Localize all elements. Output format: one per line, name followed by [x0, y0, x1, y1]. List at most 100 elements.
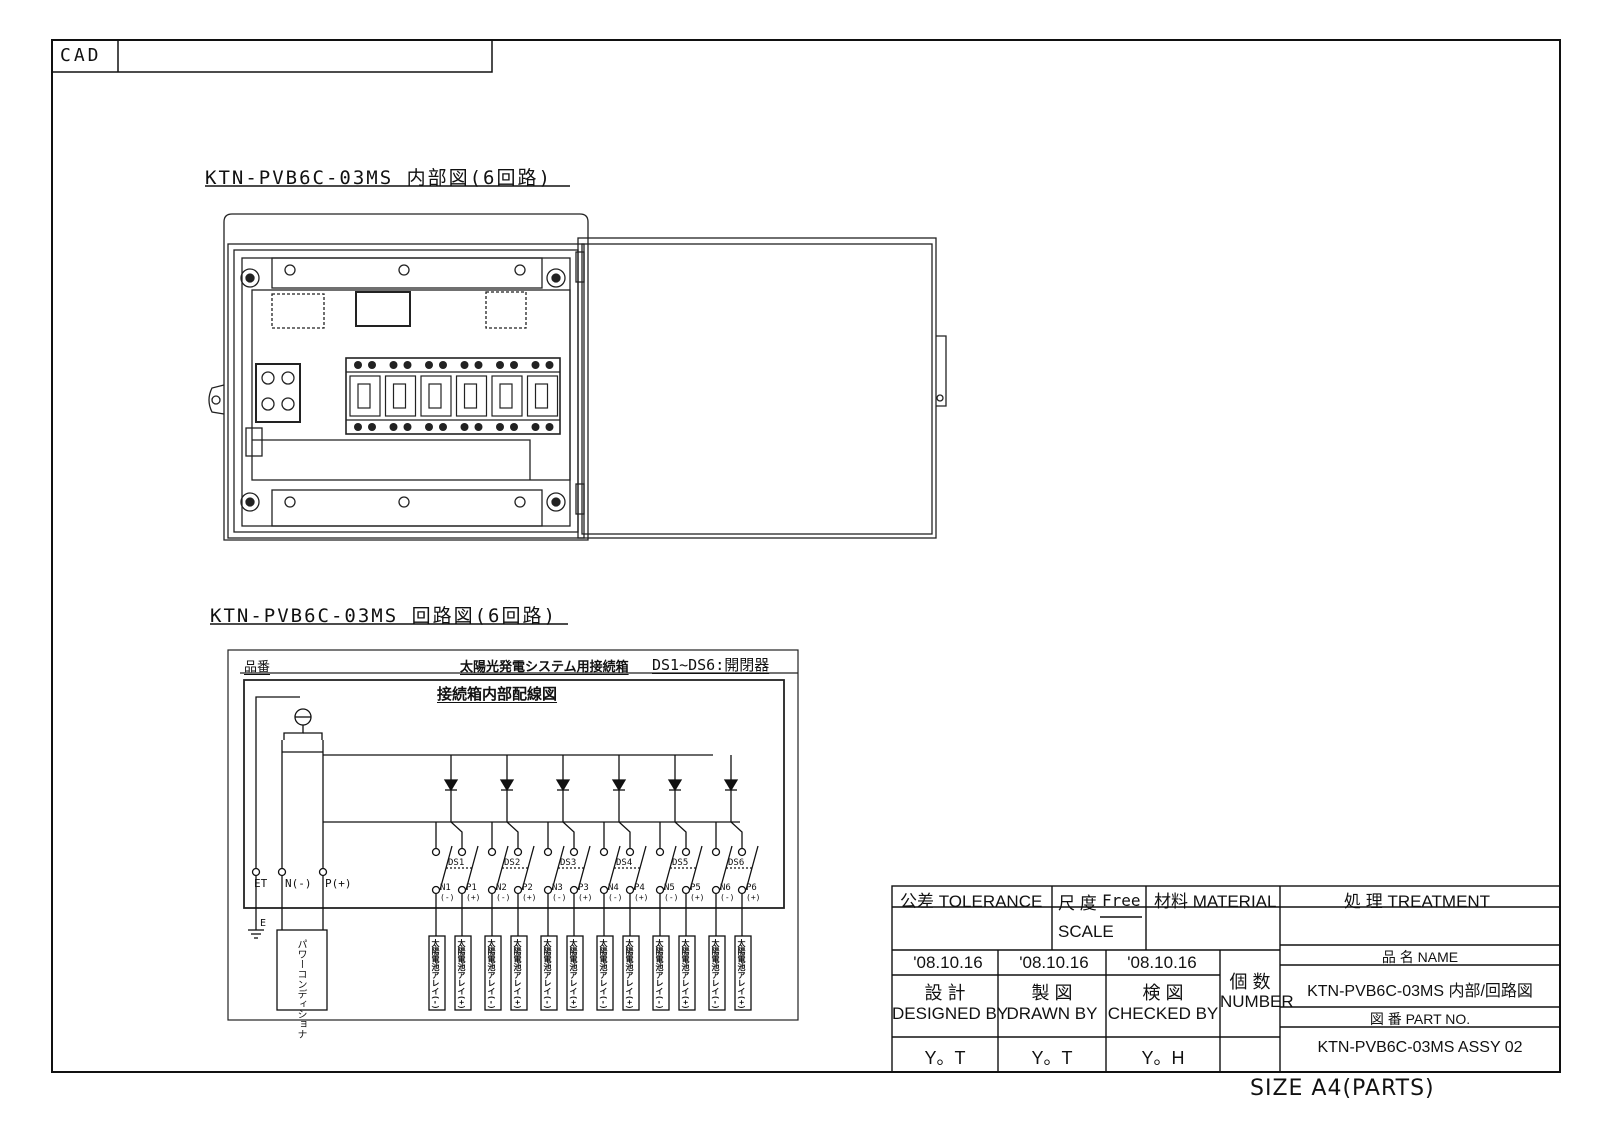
diode: [499, 779, 515, 792]
switch-contact: [513, 847, 523, 857]
n-terminal-label: N3: [552, 883, 563, 893]
p-terminal-label: P2: [522, 883, 533, 893]
array-minus-box: [652, 935, 670, 1011]
terminal-node: [251, 867, 261, 877]
pcs-label: パワーコンディショナ: [295, 939, 306, 1039]
n-terminal-label: N2: [496, 883, 507, 893]
n-terminal: [599, 885, 609, 895]
plus-label: (+): [690, 893, 705, 902]
surge-lead: [283, 725, 304, 740]
array-plus-box: [454, 935, 472, 1011]
switch-screw: [439, 423, 447, 431]
diode: [555, 779, 571, 792]
array-plus-box: [566, 935, 584, 1011]
drawn-label-en: DRAWN BY: [1006, 1004, 1098, 1023]
switch-screw: [496, 423, 504, 431]
date-drawn: '08.10.16: [1019, 953, 1089, 972]
terminal-n: N(-): [285, 877, 312, 890]
circuit-wiring: [248, 696, 759, 1011]
switch-screw: [389, 361, 398, 369]
array-minus-box: [428, 935, 446, 1011]
p-terminal: [737, 885, 747, 895]
switch-contact: [457, 847, 467, 857]
name-value: KTN-PVB6C-03MS 内部/回路図: [1307, 983, 1533, 1000]
switch-contact: [487, 847, 497, 857]
checker-initials: Y。H: [1141, 1048, 1185, 1068]
array-minus-label: 太陽電池アレイ(-): [711, 939, 720, 1010]
drafter-initials: Y。T: [1031, 1048, 1073, 1068]
n-terminal: [543, 885, 553, 895]
array-plus-label: 太陽電池アレイ(+): [625, 939, 634, 1010]
power-conditioner: [276, 929, 328, 1011]
switch-screw: [403, 423, 412, 431]
switch-screw: [460, 361, 469, 369]
n-terminal-label: N1: [440, 883, 451, 893]
switch-screw: [403, 361, 412, 369]
switch-contact: [543, 847, 553, 857]
switch-lever: [534, 383, 549, 409]
n-terminal: [487, 885, 497, 895]
enclosure-drawing: [208, 213, 947, 541]
terminal-et: ET: [254, 877, 268, 890]
switch-body: [455, 375, 488, 417]
circuit-part-no-label: 品番: [244, 660, 271, 675]
p-string-wire: [674, 790, 687, 848]
treatment-label: 処 理 TREATMENT: [1344, 892, 1491, 911]
array-plus-label: 太陽電池アレイ(+): [737, 939, 746, 1010]
array-plus-label: 太陽電池アレイ(+): [681, 939, 690, 1010]
array-minus-label: 太陽電池アレイ(-): [655, 939, 664, 1010]
switch-label: DS1: [448, 858, 465, 868]
plus-label: (+): [522, 893, 537, 902]
circuit-ds-note: DS1~DS6:開閉器: [652, 656, 770, 674]
array-minus-box: [484, 935, 502, 1011]
switch-label: DS5: [672, 858, 689, 868]
array-plus-label: 太陽電池アレイ(+): [513, 939, 522, 1010]
switch-screw: [496, 361, 504, 369]
diode: [667, 779, 683, 792]
switch-screw: [545, 423, 554, 431]
number-label-jp: 個 数: [1229, 972, 1271, 992]
checked-label-jp: 検 図: [1142, 983, 1184, 1003]
cad-field[interactable]: [124, 45, 484, 67]
switch-screw: [531, 361, 540, 369]
terminal-node: [277, 867, 287, 877]
minus-label: (-): [440, 893, 455, 902]
date-designed: '08.10.16: [913, 953, 983, 972]
switch-screw: [389, 423, 398, 431]
array-plus-box: [622, 935, 640, 1011]
drawn-label-jp: 製 図: [1031, 983, 1073, 1003]
switch-body: [491, 375, 523, 417]
switch-screw: [474, 361, 483, 369]
switch-screw: [425, 423, 433, 431]
switch-label: DS2: [504, 858, 521, 868]
array-minus-box: [540, 935, 558, 1011]
switch-screw: [460, 423, 469, 431]
switch-lever: [499, 383, 513, 409]
designed-label-jp: 設 計: [924, 983, 966, 1003]
circuit-view-title: KTN-PVB6C-03MS 回路図(6回路): [210, 605, 557, 627]
cad-label: CAD: [60, 45, 102, 66]
p-string-wire: [450, 790, 463, 848]
date-checked: '08.10.16: [1127, 953, 1197, 972]
switch-body: [420, 375, 452, 417]
plus-label: (+): [466, 893, 481, 902]
tolerance-label: 公差 TOLERANCE: [900, 892, 1043, 911]
array-minus-label: 太陽電池アレイ(-): [487, 939, 496, 1010]
switch-contact: [625, 847, 635, 857]
switch-body: [349, 375, 381, 417]
p-terminal: [569, 885, 579, 895]
p-terminal-label: P6: [746, 883, 757, 893]
switch-lever: [357, 383, 371, 409]
scale-value: Free: [1102, 891, 1141, 910]
switch-screw: [368, 423, 376, 431]
p-terminal-label: P1: [466, 883, 477, 893]
switch-lever: [463, 383, 478, 409]
minus-label: (-): [720, 893, 735, 902]
surge-lead: [303, 732, 323, 740]
switch-body: [384, 375, 417, 417]
p-terminal-label: P3: [578, 883, 589, 893]
earth-wire: [255, 696, 300, 868]
array-plus-box: [678, 935, 696, 1011]
n-terminal-label: N6: [720, 883, 731, 893]
array-minus-box: [596, 935, 614, 1011]
